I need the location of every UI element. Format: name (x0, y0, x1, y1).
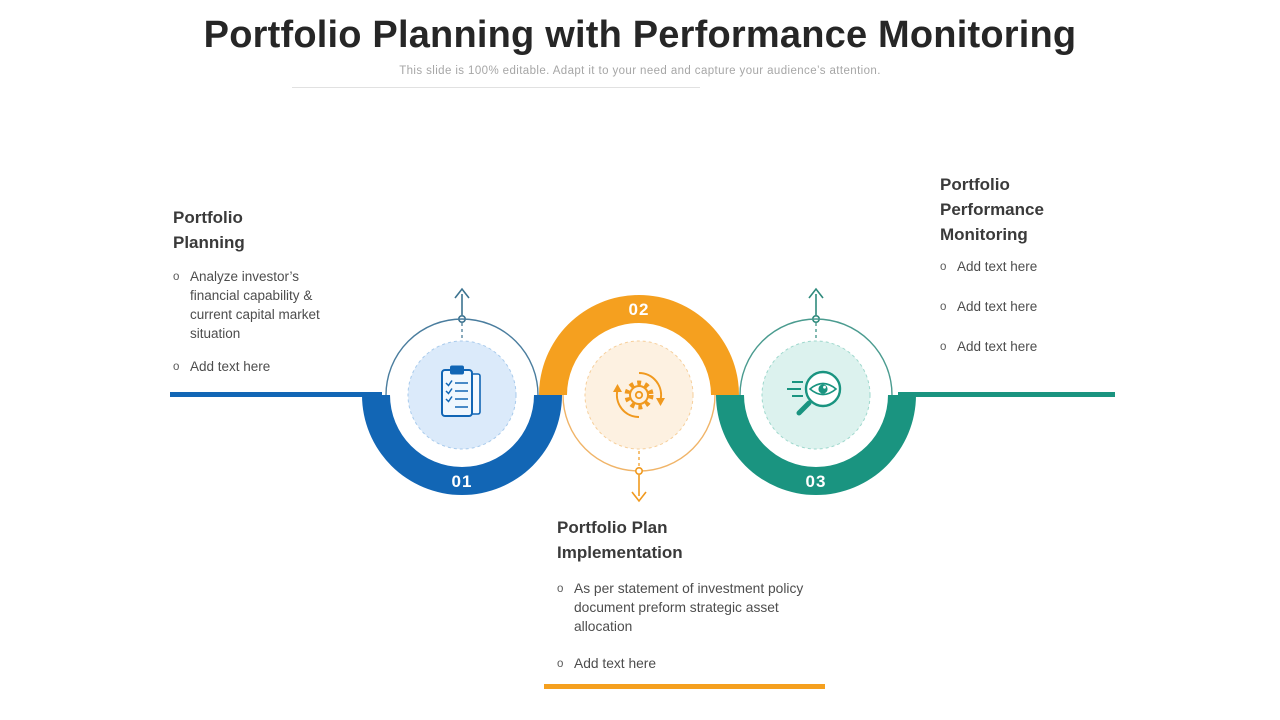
slide-title: Portfolio Planning with Performance Moni… (203, 14, 1077, 56)
bullet-list: o Analyze investor’s financial capabilit… (173, 267, 338, 377)
bullet-text: Analyze investor’s financial capability … (190, 269, 320, 341)
step-arc (539, 295, 739, 395)
step-01-graphic: 01 (362, 287, 562, 495)
step-number: 01 (452, 472, 473, 491)
bullet-marker: o (940, 341, 947, 353)
down-arrow-icon (631, 451, 647, 503)
subtitle-divider (292, 87, 700, 88)
bullet-marker: o (940, 261, 947, 273)
timeline-right-connector (898, 392, 1115, 397)
section-heading: Portfolio Performance Monitoring (940, 175, 1044, 244)
up-arrow-icon (808, 287, 824, 340)
section-portfolio-performance-monitoring: Portfolio Performance Monitoring o Add t… (940, 172, 1090, 357)
bullet-item: o Add text here (557, 654, 819, 674)
bullet-list: o As per statement of investment policy … (557, 579, 819, 674)
bullet-item: o Add text here (173, 357, 338, 377)
bullet-item: o Add text here (940, 337, 1090, 357)
step-number: 02 (629, 300, 650, 319)
bullet-text: Add text here (957, 339, 1038, 354)
step-02-graphic: 02 (539, 295, 739, 503)
bullet-marker: o (557, 583, 564, 595)
bullet-text: As per statement of investment policy do… (574, 581, 804, 634)
step-03-graphic: 03 (716, 287, 916, 495)
bullet-item: o Analyze investor’s financial capabilit… (173, 267, 338, 343)
sync-gear-icon (613, 371, 665, 419)
bullet-text: Add text here (957, 299, 1038, 314)
bullet-list: o Add text here o Add text here o Add te… (940, 257, 1090, 357)
up-arrow-icon (454, 287, 470, 340)
bottom-section-divider (544, 684, 825, 689)
bullet-marker: o (557, 658, 564, 670)
bullet-marker: o (940, 301, 947, 313)
bullet-text: Add text here (957, 259, 1038, 274)
section-heading: Portfolio Plan Implementation (557, 518, 683, 562)
bullet-item: o Add text here (940, 297, 1090, 317)
bullet-marker: o (173, 271, 180, 283)
step-number: 03 (806, 472, 827, 491)
bullet-item: o As per statement of investment policy … (557, 579, 819, 636)
bullet-text: Add text here (574, 656, 657, 671)
bullet-text: Add text here (190, 359, 271, 374)
bullet-marker: o (173, 361, 180, 373)
bullet-item: o Add text here (940, 257, 1090, 277)
search-eye-icon (787, 370, 842, 416)
slide-subtitle: This slide is 100% editable. Adapt it to… (399, 65, 881, 77)
step-arc (362, 395, 562, 495)
section-heading: Portfolio Planning (173, 208, 245, 252)
step-arc (716, 395, 916, 495)
timeline-left-connector (170, 392, 382, 397)
section-portfolio-planning: Portfolio Planning o Analyze investor’s … (173, 205, 338, 377)
clipboard-checklist-icon (441, 365, 481, 417)
section-portfolio-plan-implementation: Portfolio Plan Implementation o As per s… (557, 515, 819, 674)
